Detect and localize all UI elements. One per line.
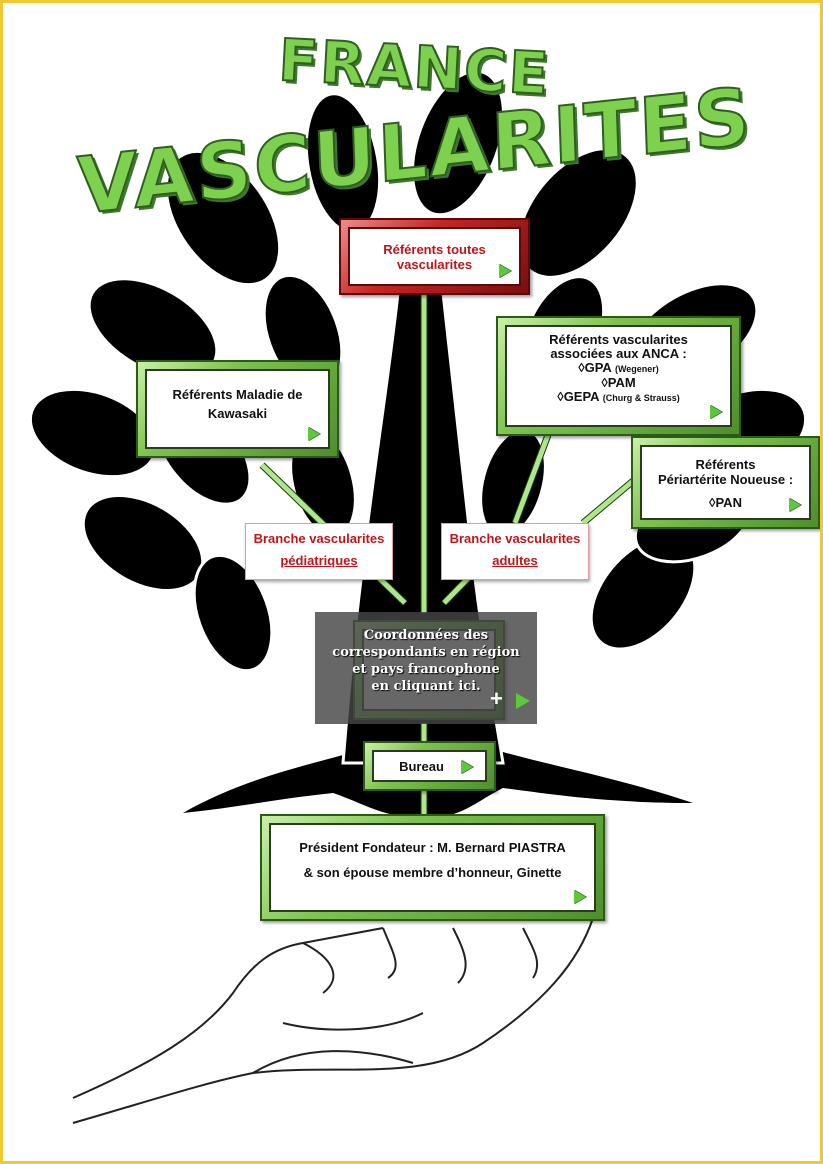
arrow-right-icon[interactable] xyxy=(516,693,530,709)
bureau-label: Bureau xyxy=(399,758,444,774)
node-anca[interactable]: Référents vascularites associées aux ANC… xyxy=(496,316,741,436)
gpa-label: ◊GPA xyxy=(578,360,612,375)
overlay-line: correspondants en région xyxy=(332,645,520,660)
node-referents-toutes[interactable]: Référents toutes vascularites xyxy=(339,218,530,295)
arrow-right-icon[interactable] xyxy=(710,405,722,419)
gpa-line: ◊GPA (Wegener) xyxy=(578,361,659,376)
arrow-right-icon[interactable] xyxy=(574,890,586,904)
branch-link-text[interactable]: pédiatriques xyxy=(280,553,358,568)
branch-adult[interactable]: Branche vascularites adultes xyxy=(441,523,589,580)
gepa-note: (Churg & Strauss) xyxy=(602,393,680,403)
plus-icon[interactable]: + xyxy=(490,686,503,711)
gepa-line: ◊GEPA (Churg & Strauss) xyxy=(557,390,679,405)
node-bureau[interactable]: Bureau xyxy=(363,741,496,791)
branch-link[interactable]: adultes xyxy=(444,550,586,572)
node-label: vascularites xyxy=(396,256,473,272)
node-label: Référents Maladie de xyxy=(172,387,303,402)
node-label: Périartérite Noueuse : xyxy=(657,472,794,487)
gpa-note: (Wegener) xyxy=(614,364,659,374)
branch-label: Branche vascularites xyxy=(253,531,385,546)
correspondants-text[interactable]: Coordonnées des correspondants en région… xyxy=(315,627,537,695)
arrow-right-icon[interactable] xyxy=(461,760,473,774)
branch-label: Branche vascularites xyxy=(449,531,581,546)
branch-link-text[interactable]: adultes xyxy=(492,553,538,568)
overlay-line: Coordonnées des xyxy=(363,628,489,643)
node-label: associées aux ANCA : xyxy=(550,346,687,361)
node-label: Référents toutes xyxy=(383,241,486,257)
branch-pediatric[interactable]: Branche vascularites pédiatriques xyxy=(245,523,393,580)
president-line-1: Président Fondateur : M. Bernard PIASTRA xyxy=(299,840,566,855)
arrow-right-icon[interactable] xyxy=(308,427,320,441)
overlay-line: et pays francophone xyxy=(352,662,500,677)
node-label: Kawasaki xyxy=(207,406,268,421)
pan-label: ◊PAN xyxy=(709,495,742,510)
node-label: Référents xyxy=(695,457,756,472)
node-pan[interactable]: Référents Périartérite Noueuse : ◊PAN xyxy=(631,436,820,529)
node-label: Référents vascularites xyxy=(549,332,688,347)
hand-illustration xyxy=(72,917,594,1124)
arrow-right-icon[interactable] xyxy=(789,498,801,512)
pam-label: ◊PAM xyxy=(601,375,636,390)
node-kawasaki[interactable]: Référents Maladie de Kawasaki xyxy=(136,360,339,458)
correspondants-overlay[interactable] xyxy=(315,612,537,724)
president-line-2: & son épouse membre d’honneur, Ginette xyxy=(303,865,562,880)
overlay-line: en cliquant ici. xyxy=(371,679,481,694)
node-president[interactable]: Président Fondateur : M. Bernard PIASTRA… xyxy=(260,814,605,921)
branch-link[interactable]: pédiatriques xyxy=(248,550,390,572)
gepa-label: ◊GEPA xyxy=(557,389,600,404)
arrow-right-icon[interactable] xyxy=(499,264,511,278)
